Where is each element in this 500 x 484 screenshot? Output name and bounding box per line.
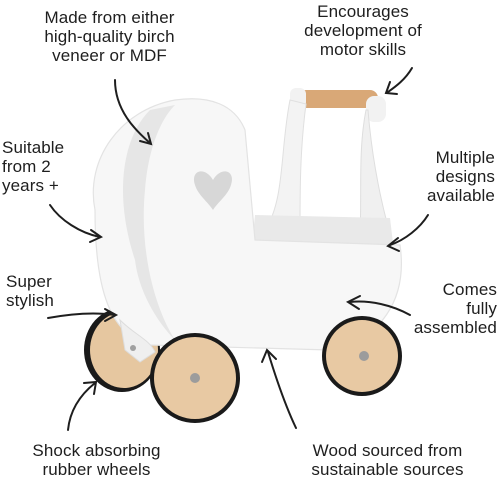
- front-left-wheel: [150, 333, 240, 423]
- arrow-wheels: [67, 382, 96, 431]
- arrowhead-motor-skills: [384, 81, 398, 95]
- label-wheels: Shock absorbing rubber wheels: [32, 441, 161, 479]
- bracket-screw: [130, 345, 136, 351]
- arrow-motor-skills: [387, 67, 413, 93]
- arrow-wood: [267, 351, 297, 429]
- arrowhead-materials: [139, 132, 153, 146]
- heart-cutout: [194, 171, 232, 210]
- label-wood: Wood sourced from sustainable sources: [311, 441, 464, 479]
- pram-body: [92, 98, 402, 351]
- label-materials: Made from either high-quality birch vene…: [44, 8, 175, 65]
- arrowhead-designs: [386, 237, 400, 252]
- arrow-materials: [114, 79, 151, 144]
- handle-bar: [290, 88, 386, 122]
- arrowhead-wood: [261, 348, 277, 363]
- label-designs: Multiple designs available: [426, 148, 495, 205]
- arrow-age: [49, 204, 101, 238]
- arrow-assembled: [349, 300, 411, 316]
- arrow-designs: [389, 214, 429, 246]
- label-motor-skills: Encourages development of motor skills: [304, 2, 422, 59]
- annotation-arrows: [47, 67, 429, 431]
- handle-arm-left: [264, 99, 307, 233]
- arrowhead-wheels: [83, 380, 98, 395]
- label-assembled: Comes fully assembled: [413, 280, 497, 337]
- axle-bracket: [119, 318, 156, 363]
- hood-shadow: [123, 105, 175, 340]
- label-age: Suitable from 2 years +: [2, 138, 65, 195]
- front-right-wheel: [322, 316, 402, 396]
- arrowhead-stylish: [104, 308, 119, 322]
- arrow-stylish: [47, 312, 116, 319]
- arrowhead-assembled: [345, 295, 361, 310]
- arrowhead-age: [89, 229, 104, 243]
- label-stylish: Super stylish: [6, 272, 54, 310]
